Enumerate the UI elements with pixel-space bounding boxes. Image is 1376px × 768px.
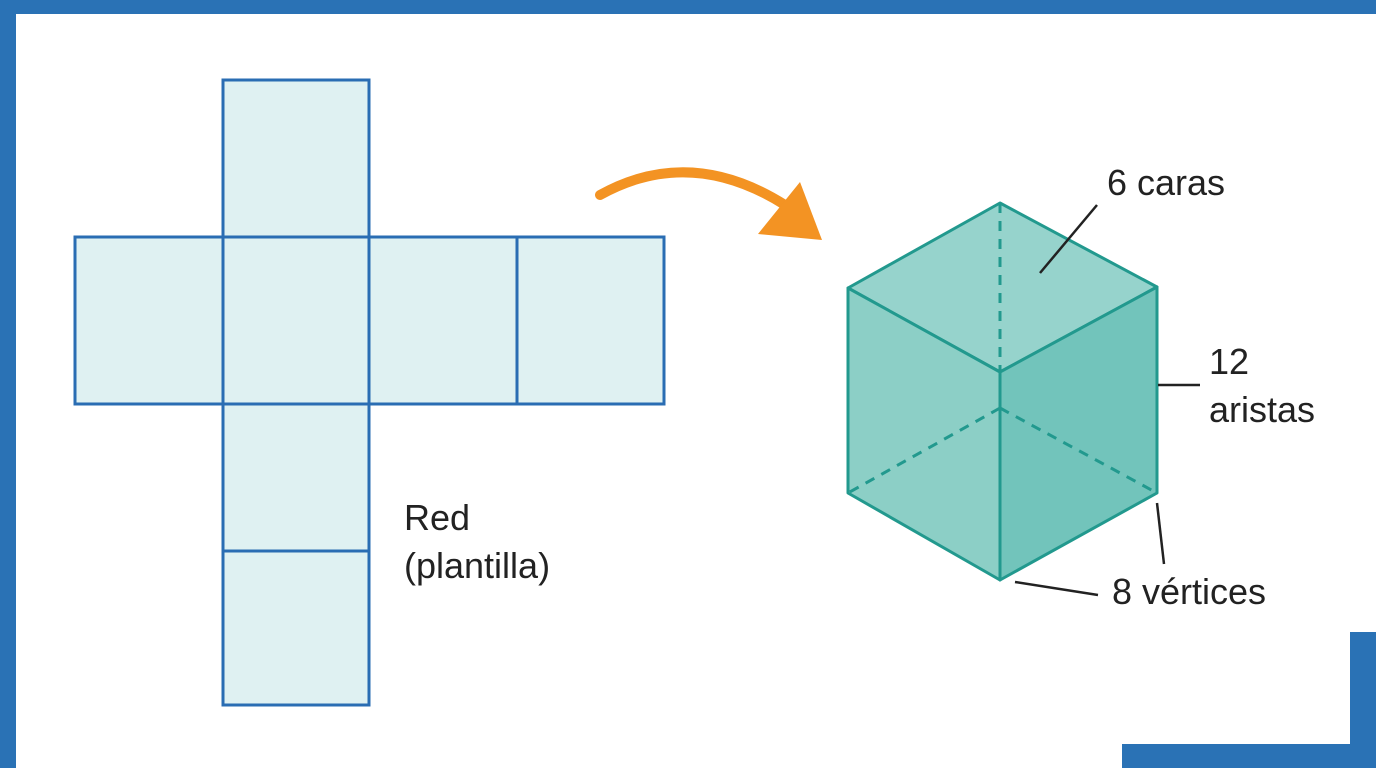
arrow-head bbox=[758, 182, 822, 240]
net-square-top bbox=[221, 78, 371, 239]
arrow-shaft bbox=[595, 167, 790, 210]
edges-label: 12 aristas bbox=[1209, 338, 1315, 434]
cube bbox=[846, 201, 1159, 582]
vertex-leader-line-bottom bbox=[1014, 580, 1099, 597]
cube-net bbox=[73, 78, 666, 707]
fold-arrow bbox=[595, 167, 822, 240]
cube-right-face bbox=[998, 285, 1159, 582]
faces-label: 6 caras bbox=[1107, 162, 1226, 203]
net-square-bottom bbox=[221, 549, 371, 707]
net-label-line1: Red bbox=[404, 497, 471, 538]
faces-leader-line bbox=[1039, 204, 1098, 274]
vertices-label: 8 vértices bbox=[1112, 571, 1267, 612]
leader-lines bbox=[1014, 204, 1200, 597]
net-square-right bbox=[367, 235, 519, 406]
frame-left-bar bbox=[0, 0, 16, 768]
frame-top-bar bbox=[0, 0, 1376, 14]
edges-label-line1: 12 bbox=[1209, 341, 1250, 382]
net-label: Red (plantilla) bbox=[404, 494, 550, 590]
net-square-lower bbox=[221, 402, 371, 553]
vertex-leader-line-right bbox=[1155, 502, 1166, 565]
net-label-line2: (plantilla) bbox=[404, 545, 551, 586]
net-square-left bbox=[73, 235, 225, 406]
cube-hidden-edge-left bbox=[847, 406, 1001, 495]
edges-label-line2: aristas bbox=[1209, 389, 1316, 430]
net-square-far-right bbox=[515, 235, 666, 406]
net-square-center bbox=[221, 235, 371, 406]
corner-accent-horizontal bbox=[1122, 744, 1376, 768]
cube-hidden-edge-right bbox=[999, 406, 1158, 495]
